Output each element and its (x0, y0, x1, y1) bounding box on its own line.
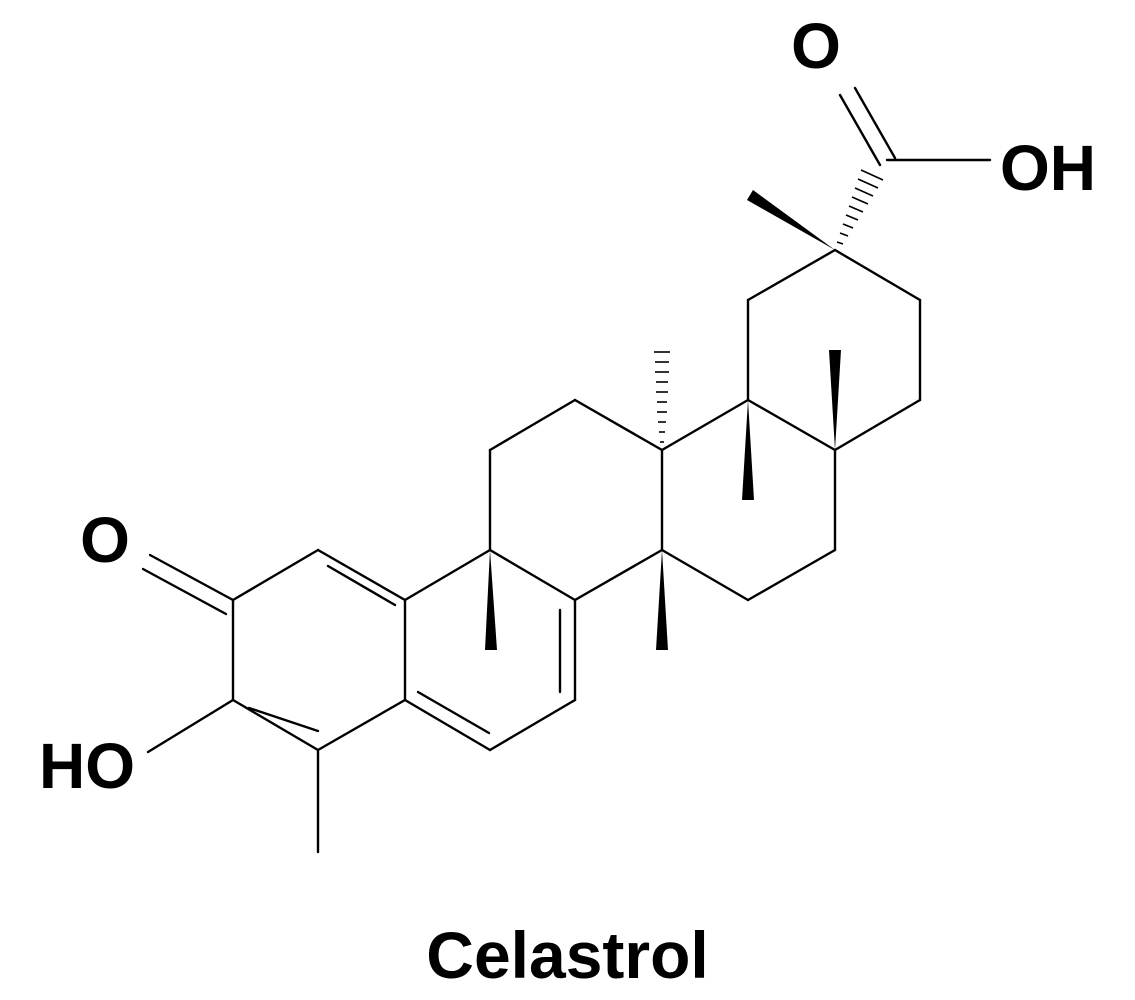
carboxylic-acid-group (838, 86, 992, 167)
ring-b (403, 548, 577, 752)
phenol-hydroxyl-label: HO (39, 730, 135, 802)
wedge-methyl-c13 (656, 550, 668, 650)
ring-d (660, 398, 837, 602)
wedge-methyl-c18 (742, 400, 754, 500)
ketone-oxygen-label: O (80, 504, 130, 576)
ring-c (488, 398, 664, 602)
phenol-bond (146, 698, 235, 754)
wedge-methyl-c9 (485, 550, 497, 650)
hash-bond-c14-methyl (654, 351, 670, 443)
wedge-methyl-c17 (829, 350, 841, 450)
acid-carbonyl-oxygen-label: O (791, 10, 841, 82)
compound-name: Celastrol (426, 918, 709, 992)
wedge-methyl-c20 (747, 190, 835, 250)
ketone-group (141, 553, 235, 616)
ring-e (746, 248, 922, 452)
acid-hydroxyl-label: OH (1000, 132, 1096, 204)
ring-a (231, 548, 407, 752)
hash-bond-c20-carboxyl (836, 169, 884, 245)
